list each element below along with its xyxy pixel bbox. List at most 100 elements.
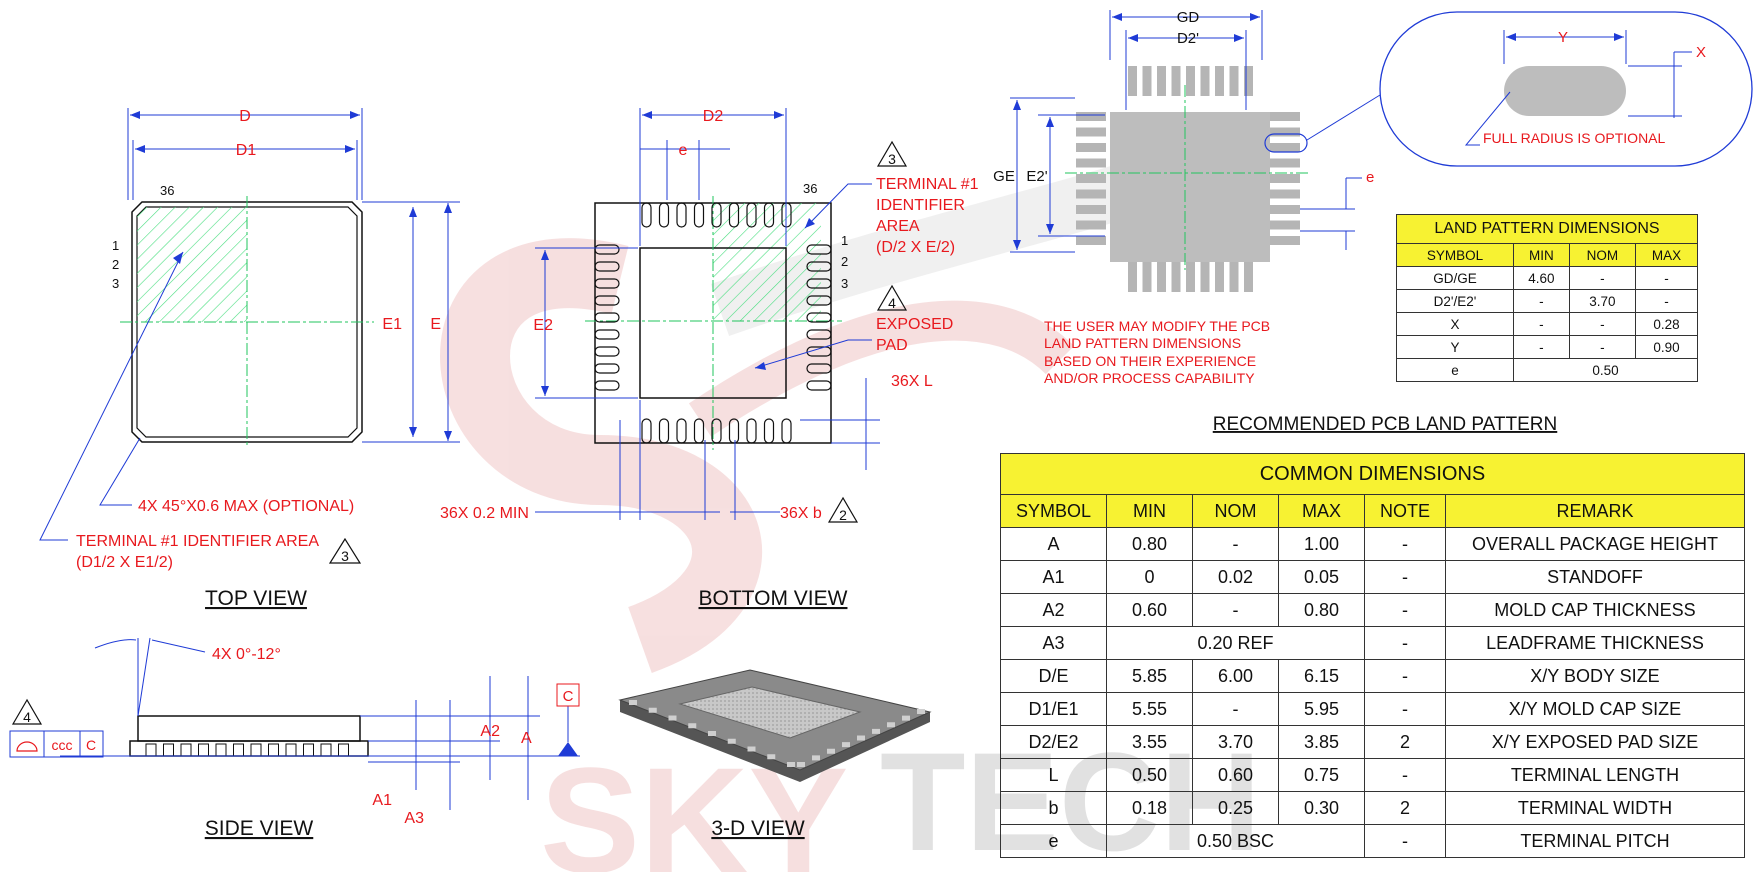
lead bbox=[233, 743, 244, 757]
land-pattern-callout-bubble bbox=[1379, 11, 1753, 167]
bottom-view-pad-note-line2: PAD bbox=[876, 337, 908, 354]
terminal-pad bbox=[594, 278, 620, 289]
table-cell: 0.05 bbox=[1278, 560, 1365, 594]
arrow-icon bbox=[1614, 33, 1624, 41]
top-view-note-terminal-line1: TERMINAL #1 IDENTIFIER AREA bbox=[76, 533, 319, 550]
side-view-flatness-frame bbox=[9, 730, 104, 758]
side-view-dim-a2: A2 bbox=[480, 723, 500, 740]
lead bbox=[285, 743, 297, 757]
table-cell: 3.70 bbox=[1192, 725, 1279, 759]
table-cell: 5.95 bbox=[1278, 692, 1365, 726]
land-pad bbox=[1171, 66, 1181, 96]
table-cell: 0.02 bbox=[1192, 560, 1279, 594]
land-pad bbox=[1142, 66, 1152, 96]
land-pattern-table-header: SYMBOL MIN NOM MAX bbox=[1395, 243, 1698, 267]
top-view-dim-e: E bbox=[430, 316, 441, 333]
table-cell: e bbox=[1395, 358, 1515, 382]
top-view-title: TOP VIEW bbox=[205, 587, 307, 610]
lead bbox=[268, 743, 279, 757]
bottom-view-dim-e: e bbox=[679, 142, 688, 159]
terminal-pad bbox=[806, 329, 832, 340]
arrow-icon bbox=[345, 145, 355, 153]
table-cell: A3 bbox=[1000, 626, 1107, 660]
land-pad bbox=[1076, 127, 1106, 137]
table-cell: - bbox=[1513, 335, 1570, 359]
table-cell: 5.85 bbox=[1106, 659, 1193, 693]
land-pattern-callout-pad bbox=[1264, 133, 1308, 153]
terminal-pad bbox=[872, 728, 880, 734]
land-pad bbox=[1270, 143, 1300, 152]
land-pattern-user-note-line3: BASED ON THEIR EXPERIENCE bbox=[1044, 353, 1256, 369]
top-view-pin-36: 36 bbox=[160, 183, 174, 198]
table-cell: 0.25 bbox=[1192, 791, 1279, 825]
land-pad bbox=[1270, 236, 1300, 245]
bottom-view: D2 e E2 36 1 2 3 3 TERMINAL #1 IDENTIFIE… bbox=[440, 108, 979, 610]
table-cell: D2'/E2' bbox=[1395, 289, 1515, 313]
table-cell: D2/E2 bbox=[1000, 725, 1107, 759]
table-cell: TERMINAL PITCH bbox=[1445, 824, 1745, 858]
terminal-pad bbox=[763, 418, 775, 444]
terminal-pad bbox=[728, 202, 740, 228]
bottom-view-width-ref: 2 bbox=[839, 507, 847, 523]
table-cell: A2 bbox=[1000, 593, 1107, 627]
land-pad bbox=[1186, 66, 1195, 96]
terminal-pad bbox=[887, 722, 895, 728]
view-3d-terminals bbox=[629, 700, 925, 767]
bottom-view-terminal-note-line3: AREA bbox=[876, 218, 920, 235]
bottom-view-width-note: 36X b bbox=[780, 505, 822, 522]
terminal-pad bbox=[629, 700, 637, 705]
land-pad bbox=[1270, 174, 1300, 183]
bottom-view-dim-e2: E2 bbox=[533, 317, 553, 334]
side-view-datum-flag: C bbox=[563, 688, 574, 705]
arrow-icon bbox=[1046, 224, 1054, 234]
column-header: MIN bbox=[1106, 494, 1193, 528]
terminal-pad bbox=[806, 380, 832, 391]
bottom-view-pin-2: 2 bbox=[841, 254, 848, 269]
land-pattern-caption: RECOMMENDED PCB LAND PATTERN bbox=[1213, 414, 1558, 435]
land-pattern-dim-x: X bbox=[1696, 44, 1706, 61]
terminal-pad bbox=[806, 363, 832, 374]
terminal-pad bbox=[763, 202, 775, 228]
table-cell: 0.28 bbox=[1635, 312, 1698, 336]
bottom-view-pad-ref: 4 bbox=[888, 295, 896, 311]
column-header: NOM bbox=[1568, 243, 1637, 267]
table-cell: - bbox=[1364, 692, 1446, 726]
bottom-view-pad-ref-triangle bbox=[876, 284, 908, 311]
table-cell: 5.55 bbox=[1106, 692, 1193, 726]
terminal-pad bbox=[594, 346, 620, 357]
terminal-pad bbox=[594, 380, 620, 391]
table-cell: - bbox=[1364, 626, 1446, 660]
table-row: Y--0.90 bbox=[1395, 335, 1698, 359]
column-header: MAX bbox=[1635, 243, 1698, 267]
column-header: SYMBOL bbox=[1000, 494, 1107, 528]
side-view-ccc: ccc bbox=[52, 737, 73, 753]
table-cell: 0.80 bbox=[1106, 527, 1193, 561]
view-3d: 3-D VIEW bbox=[618, 669, 932, 840]
side-view-dim-a1: A1 bbox=[372, 792, 392, 809]
lead bbox=[250, 743, 262, 757]
lead bbox=[215, 743, 227, 757]
top-view: D D1 E1 E 36 1 2 3 4X 45°X0.6 MAX (OPTIO… bbox=[39, 108, 460, 610]
table-cell: 6.15 bbox=[1278, 659, 1365, 693]
table-cell: - bbox=[1635, 266, 1698, 290]
land-pad bbox=[1157, 262, 1166, 292]
terminal-pad bbox=[842, 742, 850, 748]
land-pattern-radius-leader bbox=[1464, 91, 1511, 146]
common-dimensions-title: COMMON DIMENSIONS bbox=[1000, 453, 1745, 495]
land-pad bbox=[1270, 158, 1300, 168]
terminal-pad bbox=[806, 312, 832, 323]
table-cell: 0.80 bbox=[1278, 593, 1365, 627]
terminal-pad bbox=[594, 329, 620, 340]
side-view-angle-arc-left bbox=[94, 639, 137, 649]
land-pad bbox=[1200, 262, 1210, 292]
side-view-angle-note: 4X 0°-12° bbox=[212, 646, 281, 663]
arrow-icon bbox=[1250, 13, 1260, 21]
top-view-note-terminal-line2: (D1/2 X E1/2) bbox=[76, 554, 173, 571]
arrow-icon bbox=[755, 362, 766, 370]
land-pad bbox=[1128, 66, 1137, 96]
